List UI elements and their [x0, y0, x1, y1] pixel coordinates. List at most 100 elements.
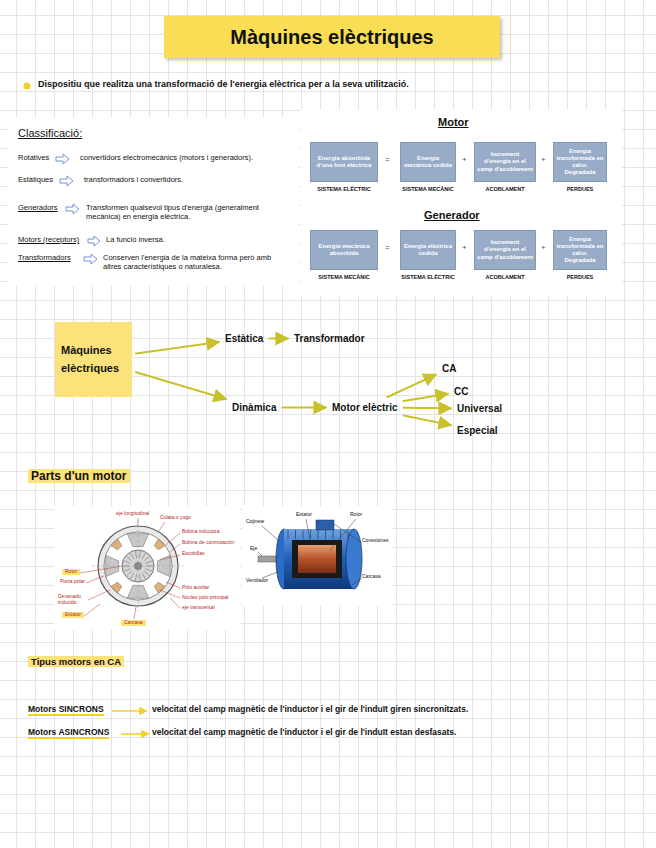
cutaway-panel: [242, 506, 392, 606]
energy-box: Energia elèctrica cedidaSISTEMA ELÈCTRIC: [400, 230, 456, 270]
part-label: eje longitudinal: [116, 511, 149, 517]
part-label: Culata o yugo: [160, 515, 191, 521]
class-definition: La funció inversa.: [106, 235, 165, 244]
diagram-heading: Motor: [438, 116, 469, 129]
class-definition: convertidors electromecànics (motors i g…: [80, 153, 253, 162]
concept-node: CC: [452, 385, 470, 398]
operator-symbol: +: [462, 155, 467, 165]
node-text: Transformador: [294, 333, 365, 344]
part-label: Bobina de conmutación: [182, 540, 234, 546]
branch-arrow: [282, 407, 326, 409]
concept-node: Motor elèctric: [330, 401, 400, 414]
classification-panel: [8, 118, 298, 286]
motor-cutaway: [258, 520, 362, 589]
class-term: Transformadors: [18, 253, 71, 262]
class-definition: Conserven l'energia de la mateixa forma …: [103, 253, 283, 271]
node-text: Energia transformada en calor. Degradada: [556, 236, 604, 265]
branch-arrow: [136, 342, 219, 354]
branch-arrow: [269, 338, 288, 340]
description: Dispositiu que realitza una transformaci…: [38, 79, 409, 90]
node-text: Increment d'energia en el camp d'acoblam…: [477, 239, 533, 261]
leader-lines: [80, 518, 180, 619]
branch-arrow: [404, 394, 448, 401]
motor-type: Motors ASINCRONS: [28, 727, 109, 739]
operator-symbol: +: [541, 155, 546, 165]
part-label: Polo auxiliar: [182, 585, 209, 591]
part-label: Escobillas: [182, 551, 205, 557]
part-label: eje transversal: [182, 605, 215, 611]
system-caption: ACOBLAMENT: [461, 274, 549, 280]
node-text: Energia absorbida d'una font elèctrica: [313, 155, 375, 169]
part-label: Devanado inducido: [58, 594, 88, 605]
motor-definition: velocitat del camp magnètic de l'inducto…: [152, 704, 468, 714]
node-text: Energia transformada en calor. Degradada: [556, 148, 604, 177]
node-text: Estàtica: [225, 333, 263, 344]
energy-box: Increment d'energia en el camp d'acoblam…: [474, 230, 536, 270]
part-label: Núcleo polo principal: [182, 595, 228, 601]
part-label: Conexiones: [362, 538, 388, 544]
section-heading: Tipus motors en CA: [28, 656, 124, 667]
energy-box: Increment d'energia en el camp d'acoblam…: [474, 142, 536, 182]
operator-symbol: +: [541, 243, 546, 253]
section-heading: Classificació:: [18, 127, 82, 140]
energy-box: Energia mecànica cedidaSISTEMA MECÀNIC: [400, 142, 456, 182]
class-definition: transformadors i convertidors.: [84, 175, 183, 184]
system-caption: PERDUES: [540, 274, 620, 280]
part-label: Pieza polar: [60, 579, 90, 585]
title-banner: Màquines elèctriques: [164, 16, 500, 58]
page-title: Màquines elèctriques: [230, 26, 433, 49]
node-text: Universal: [457, 403, 502, 414]
part-label: Bobina inductora: [182, 529, 220, 535]
operator-symbol: +: [462, 243, 467, 253]
operator-symbol: =: [385, 155, 390, 165]
section-heading: Parts d'un motor: [28, 469, 130, 483]
system-caption: PERDUES: [540, 186, 620, 192]
system-caption: SISTEMA MECÀNIC: [387, 186, 469, 192]
system-caption: SISTEMA ELÈCTRIC: [387, 274, 469, 280]
part-label: Carcasa: [121, 620, 146, 626]
energy-box: Energia absorbida d'una font elèctricaSI…: [310, 142, 378, 182]
concept-node: Estàtica: [223, 332, 265, 345]
part-label: Carcasa: [362, 574, 381, 580]
part-label: Ventilador: [246, 578, 268, 584]
node-text: Motor elèctric: [332, 402, 398, 413]
motor-type: Motors SINCRONS: [28, 704, 104, 716]
node-text: CA: [442, 363, 456, 374]
class-term: Generadors: [18, 203, 58, 212]
branch-arrow: [388, 375, 436, 397]
energy-box: Energia mecànica absorbidaSISTEMA MECÀNI…: [310, 230, 378, 270]
node-text: Increment d'energia en el camp d'acoblam…: [477, 151, 533, 173]
part-label: Cojinete: [246, 519, 264, 525]
energy-panel: [300, 110, 622, 296]
node-text: Màquines elèctriques: [61, 342, 126, 377]
concept-node: CA: [440, 362, 458, 375]
system-caption: SISTEMA ELÈCTRIC: [297, 186, 391, 192]
part-label: Rotor: [62, 569, 80, 575]
concept-node: Dinàmica: [230, 401, 278, 414]
type-arrows: [112, 708, 148, 737]
concept-node: Transformador: [292, 332, 367, 345]
cross-section-panel: [54, 506, 240, 630]
motor-definition: velocitat del camp magnètic de l'inducto…: [152, 727, 456, 737]
part-label: Eje: [250, 546, 257, 552]
system-caption: ACOBLAMENT: [461, 186, 549, 192]
class-definition: Transformen qualsevol tipus d'energia (g…: [86, 203, 271, 221]
branch-arrow: [136, 372, 226, 399]
node-text: Especial: [457, 425, 498, 436]
class-term: Motors (receptors): [18, 235, 79, 244]
energy-box: Energia transformada en calor. Degradada…: [553, 230, 607, 270]
energy-box: Energia transformada en calor. Degradada…: [553, 142, 607, 182]
root-box: Màquines elèctriques: [55, 322, 132, 397]
class-term: Estàtiques: [18, 175, 53, 184]
branch-arrow: [404, 407, 451, 409]
concept-node: Especial: [455, 424, 500, 437]
operator-symbol: =: [385, 243, 390, 253]
class-term: Rotatives: [18, 153, 49, 162]
part-label: Rotor: [350, 512, 362, 518]
node-text: CC: [454, 386, 468, 397]
branch-arrow: [404, 415, 451, 425]
system-caption: SISTEMA MECÀNIC: [297, 274, 391, 280]
